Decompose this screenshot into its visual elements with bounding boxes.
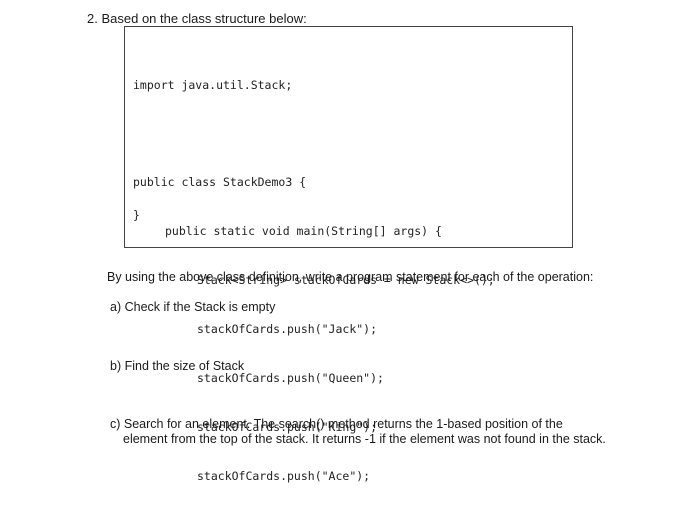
code-line-stack-decl: Stack<String> stackOfCards = new Stack<>…	[197, 273, 495, 288]
code-line-blank	[133, 125, 495, 141]
part-b: b) Find the size of Stack	[110, 359, 245, 373]
instruction-text: By using the above class definition, wri…	[107, 270, 594, 284]
code-box: import java.util.Stack; public class Sta…	[124, 26, 573, 483]
code-line-push-ace: stackOfCards.push("Ace");	[197, 468, 371, 483]
part-c: c) Search for an element. The search() m…	[110, 417, 620, 447]
code-line-push-queen: stackOfCards.push("Queen");	[197, 370, 384, 385]
code-line-push-jack: stackOfCards.push("Jack");	[197, 322, 378, 337]
question-heading: 2. Based on the class structure below:	[87, 11, 307, 26]
code-line-close-brace: }	[133, 208, 140, 222]
question-text: Based on the class structure below:	[101, 11, 307, 26]
part-a: a) Check if the Stack is empty	[110, 300, 276, 314]
part-c-line1: c) Search for an element. The search() m…	[110, 417, 563, 431]
code-line-class: public class StackDemo3 {	[133, 175, 307, 190]
code-line-import: import java.util.Stack;	[133, 77, 293, 92]
question-number: 2.	[87, 11, 98, 26]
code-line-push-king: stackOfCards.push("King");	[197, 419, 378, 434]
part-c-line2: element from the top of the stack. It re…	[123, 432, 606, 446]
code-line-main: public static void main(String[] args) {	[165, 224, 442, 239]
